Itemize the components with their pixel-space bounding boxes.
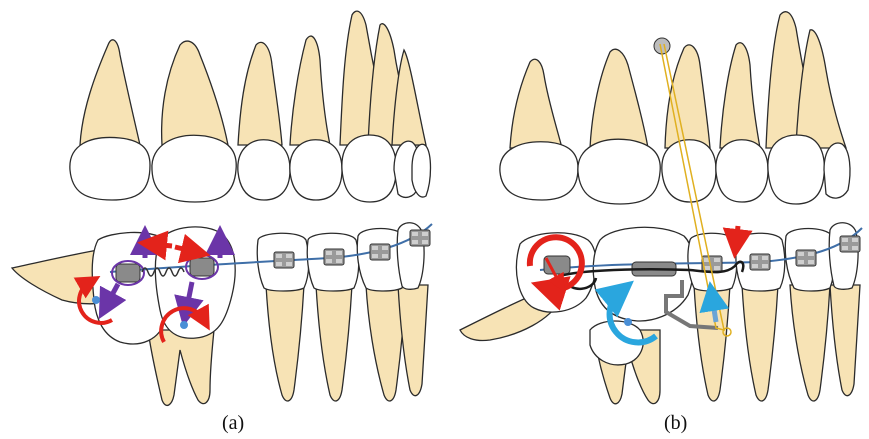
- center-dot-a-left: [92, 296, 100, 304]
- upper-crowns-b: [500, 135, 850, 204]
- bracket-b-3: [796, 250, 816, 266]
- bracket-b-2: [750, 254, 770, 270]
- bracket-b-4: [840, 236, 860, 252]
- upper-roots-b: [510, 12, 846, 148]
- center-dot-a-right: [180, 321, 188, 329]
- upper-crowns-a: [70, 135, 431, 202]
- molar-tube-a-right: [186, 255, 218, 279]
- panel-b: [460, 12, 862, 404]
- bracket-a-1: [274, 252, 294, 268]
- center-dot-b: [624, 318, 632, 326]
- push-arrow-b-red: [736, 226, 738, 244]
- upper-roots-a: [80, 11, 426, 145]
- bracket-a-3: [370, 244, 390, 260]
- bracket-a-2: [324, 249, 344, 265]
- bracket-a-4: [410, 230, 430, 246]
- molar-tube-a-left: [112, 261, 144, 285]
- caption-b: (b): [664, 412, 687, 435]
- push-arrow-a-back: [152, 244, 172, 246]
- caption-a: (a): [222, 412, 244, 435]
- panel-a: [12, 11, 432, 405]
